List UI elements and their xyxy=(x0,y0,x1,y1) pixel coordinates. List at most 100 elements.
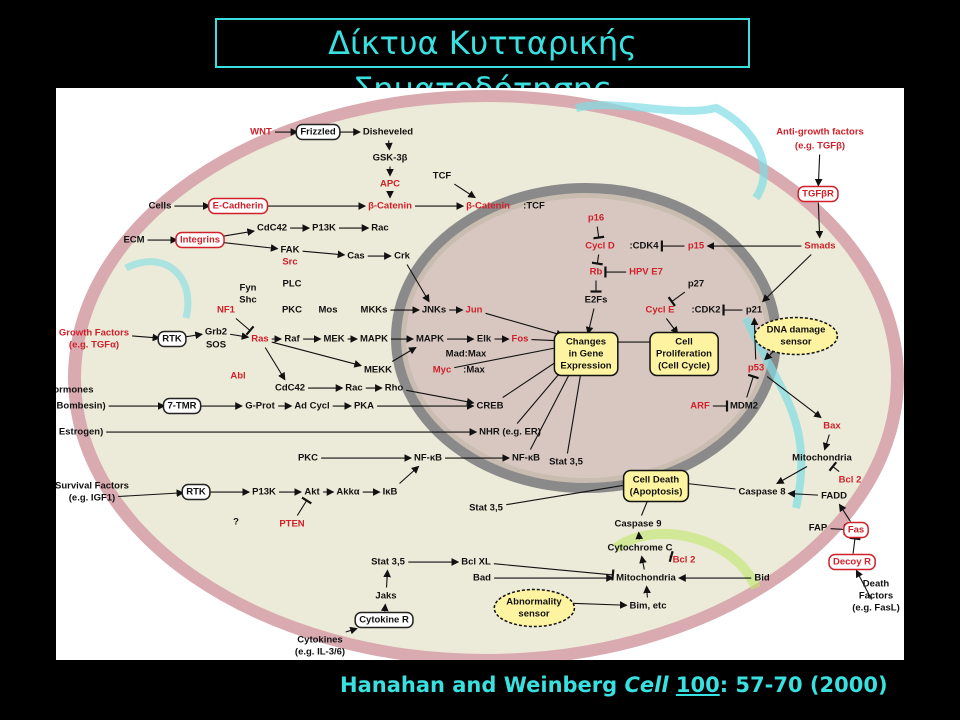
node-proliferation: Proliferation xyxy=(656,349,712,360)
node-label: Raf xyxy=(284,334,300,345)
node-label: MAPK xyxy=(416,334,444,345)
node-cytokines-eg: (e.g. IL-3/6) xyxy=(295,647,345,658)
node-nf1: NF1 xyxy=(217,305,236,316)
node-frame xyxy=(207,197,269,215)
node-crk: Crk xyxy=(394,251,411,262)
node-label: MEKK xyxy=(364,365,392,376)
node-label: RTK xyxy=(162,334,182,345)
node-pten: PTEN xyxy=(279,519,304,530)
edge-p53-to-bax xyxy=(766,376,822,419)
node-nfkb-b: NF-κB xyxy=(512,453,540,464)
node-survival-eg: (e.g. IGF1) xyxy=(69,493,115,504)
node-label: ARF xyxy=(690,401,710,412)
node-p13kb: P13K xyxy=(252,487,276,498)
edge-mito-b-to-cytc xyxy=(639,555,647,570)
node-label: Grb2 xyxy=(205,327,227,338)
node-mycmax: :Max xyxy=(463,365,485,376)
node-label: Growth Factors xyxy=(59,328,129,339)
node-label: Ras xyxy=(251,334,268,345)
edge-nf1-to-ras xyxy=(235,318,255,336)
node-label: FAP xyxy=(809,523,828,534)
node-label: (e.g. Bombesin) xyxy=(56,401,106,412)
node-label: NF-κB xyxy=(512,453,540,464)
node-sensor-b: sensor xyxy=(518,609,549,620)
node-label: Rb xyxy=(590,267,603,278)
edge-ikb-to-nfkb-a xyxy=(399,465,420,484)
node-mekk: MEKK xyxy=(364,365,392,376)
node-apoptosis: (Apoptosis) xyxy=(630,487,683,498)
node-label: PLC xyxy=(283,279,302,290)
node-caspase8: Caspase 8 xyxy=(738,487,785,498)
cell-death-box xyxy=(622,469,690,503)
node-stat35-a: Stat 3,5 xyxy=(549,457,584,468)
node-akka: Akkα xyxy=(336,487,359,498)
node-p27: p27 xyxy=(688,279,704,290)
node-pkc-b: PKC xyxy=(298,453,318,464)
node-label: (Apoptosis) xyxy=(630,487,683,498)
node-label: PTEN xyxy=(279,519,304,530)
node-bclxl: Bcl XL xyxy=(461,557,491,568)
node-caspase9: Caspase 9 xyxy=(614,519,661,530)
node-mapk-b: MAPK xyxy=(416,334,444,345)
node-label: Src xyxy=(282,257,297,268)
node-apc: APC xyxy=(380,179,400,190)
node-label: Bad xyxy=(473,573,491,584)
node-label: :CDK2 xyxy=(691,305,720,316)
node-label: Bcl 2 xyxy=(839,475,862,486)
edge-death-eg-to-decoyr xyxy=(855,569,873,600)
node-label: Fos xyxy=(512,334,529,345)
node-label: Mitochondria xyxy=(616,573,676,584)
node-label: Cytokine R xyxy=(359,615,409,626)
node-fas: Fas xyxy=(843,521,869,539)
edge-cycld-to-rb xyxy=(591,254,603,266)
node-adcycl: Ad Cycl xyxy=(294,401,329,412)
node-label: Cycl E xyxy=(645,305,674,316)
node-hormones-eg: (e.g. Bombesin) xyxy=(34,401,106,412)
node-cell-death: Cell Death xyxy=(633,475,680,486)
node-mdm2: MDM2 xyxy=(730,401,758,412)
node-cells: Cells xyxy=(149,201,172,212)
node-frame xyxy=(181,483,211,501)
node-frame xyxy=(843,521,869,539)
node-cdk4: :CDK4 xyxy=(629,241,659,252)
node-grb2: Grb2 xyxy=(205,327,227,338)
node-label: p53 xyxy=(748,363,764,374)
node-label: DNA damage xyxy=(767,325,826,336)
node-p13ka: P13K xyxy=(312,223,336,234)
node-label: Caspase 9 xyxy=(614,519,661,530)
node-hormones: Hormones xyxy=(47,385,94,396)
node-mkks: MKKs xyxy=(361,305,388,316)
node-mek: MEK xyxy=(323,334,344,345)
node-label: p27 xyxy=(688,279,704,290)
edge-bclxl-to-mito-b xyxy=(493,563,615,581)
node-p21: p21 xyxy=(746,305,763,316)
node-label: CdC42 xyxy=(257,223,287,234)
node-label: Disheveled xyxy=(363,127,413,138)
citation-volume: 100 xyxy=(675,673,720,697)
edge-fadd-to-caspase8 xyxy=(787,490,819,498)
edge-bcl2-a-to-mito-a xyxy=(828,461,840,472)
edge-bim-to-mito-b xyxy=(643,585,651,598)
node-abl: Abl xyxy=(230,371,245,382)
node-fos: Fos xyxy=(512,334,529,345)
node-dna-damage: DNA damage xyxy=(767,325,826,336)
node-label: Rac xyxy=(345,383,362,394)
node-label: APC xyxy=(380,179,400,190)
node-nhr: NHR (e.g. ER) xyxy=(479,427,541,438)
edge-decoyr-to-fas xyxy=(849,536,861,554)
node-label: E2Fs xyxy=(585,295,608,306)
citation: Hanahan and Weinberg Cell 100: 57-70 (20… xyxy=(340,673,920,697)
edge-e2fs-to-changes xyxy=(585,308,595,335)
edge-mito-a-to-caspase8 xyxy=(776,466,808,485)
node-label: MDM2 xyxy=(730,401,758,412)
node-label: P13K xyxy=(312,223,336,234)
node-cycld: Cycl D xyxy=(585,241,615,252)
node-label: p15 xyxy=(688,241,705,252)
node-label: :CDK4 xyxy=(629,241,659,252)
edge-mekk-to-mapk-b xyxy=(391,346,417,362)
node-abnormality: Abnormality xyxy=(506,597,562,608)
edge-fak-to-cas xyxy=(302,250,346,259)
node-cdc42a: CdC42 xyxy=(257,223,287,234)
edge-jun-to-changes xyxy=(485,312,564,338)
node-label: FAK xyxy=(281,245,300,256)
